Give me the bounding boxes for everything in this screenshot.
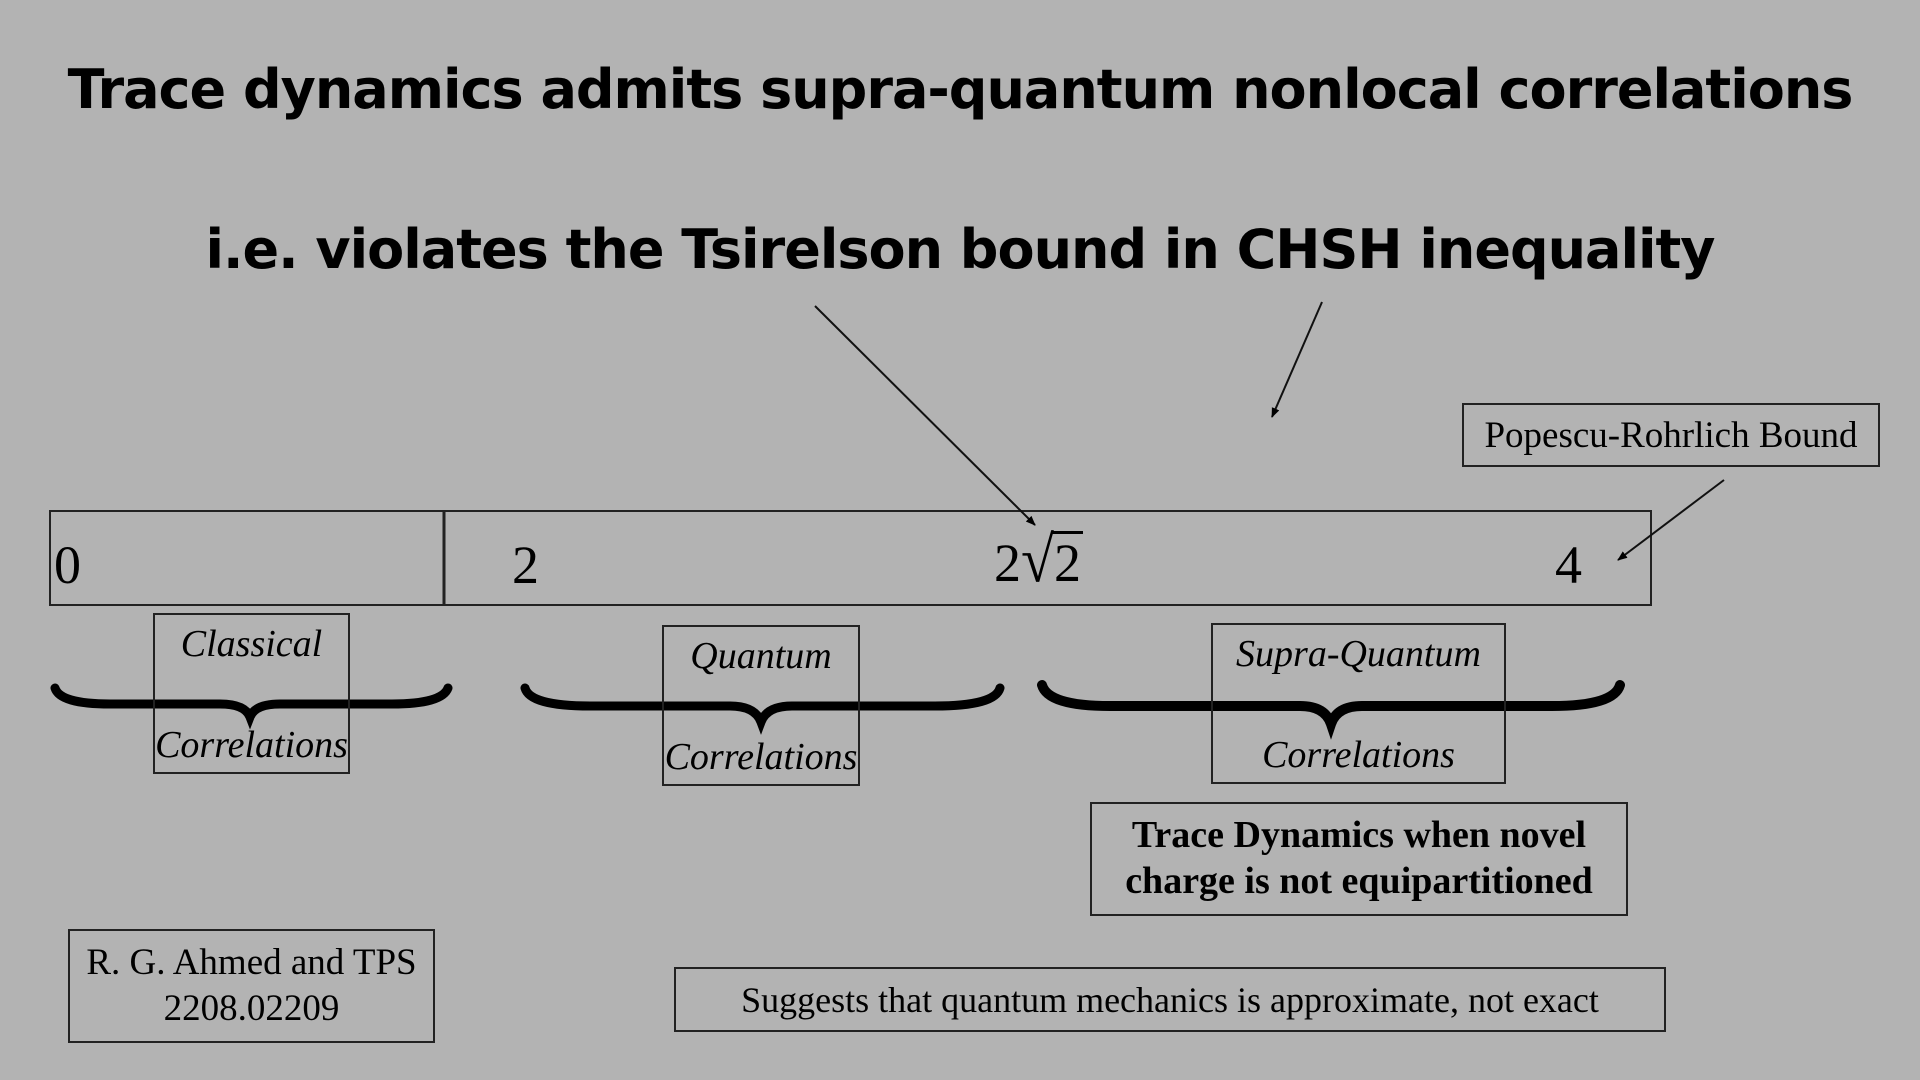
quantum-correlations-label: Correlations — [664, 736, 858, 778]
pr-bound-label: Popescu-Rohrlich Bound — [1462, 403, 1880, 467]
citation-box: R. G. Ahmed and TPS 2208.02209 — [68, 929, 435, 1043]
supra-quantum-correlations-label: Correlations — [1262, 734, 1455, 776]
sqrt-expression: 2 √ 2 — [994, 524, 1083, 596]
quantum-label: Quantum — [690, 635, 832, 677]
tsirelson-arrow — [814, 305, 1036, 526]
pr-bound-arrow — [1617, 479, 1725, 561]
quantum-brace — [520, 683, 1005, 735]
supra-quantum-brace — [1037, 680, 1625, 740]
classical-correlations-label: Correlations — [155, 724, 348, 766]
classical-brace — [50, 683, 453, 730]
scale-label-2sqrt2: 2 √ 2 — [994, 524, 1083, 596]
sqrt-coefficient: 2 — [994, 533, 1021, 593]
scale-label-0: 0 — [54, 535, 81, 595]
trace-note-line2: charge is not equipartitioned — [1125, 860, 1593, 902]
quantum-correlations-box: Quantum Correlations — [662, 625, 860, 786]
slide-title: Trace dynamics admits supra-quantum nonl… — [67, 58, 1854, 121]
trace-note-line1: Trace Dynamics when novel — [1131, 814, 1587, 857]
supra-quantum-correlations-box: Supra-Quantum Correlations — [1211, 623, 1506, 784]
citation-arxiv-id: 2208.02209 — [163, 988, 340, 1029]
slide-subtitle: i.e. violates the Tsirelson bound in CHS… — [205, 218, 1715, 281]
suggestion-box: Suggests that quantum mechanics is appro… — [674, 967, 1666, 1032]
sqrt-radicand: 2 — [1051, 531, 1083, 593]
classical-correlations-box: Classical Correlations — [153, 613, 350, 774]
scale-label-4: 4 — [1555, 535, 1582, 595]
scale-bar — [49, 510, 1652, 606]
citation-authors: R. G. Ahmed and TPS — [86, 941, 417, 983]
classical-label: Classical — [180, 623, 323, 665]
scale-label-2: 2 — [512, 535, 539, 595]
supra-arrow — [1271, 301, 1323, 418]
trace-dynamics-note: Trace Dynamics when novel charge is not … — [1090, 802, 1628, 916]
sqrt-icon: √ — [1021, 524, 1054, 596]
supra-quantum-label: Supra-Quantum — [1236, 633, 1481, 675]
